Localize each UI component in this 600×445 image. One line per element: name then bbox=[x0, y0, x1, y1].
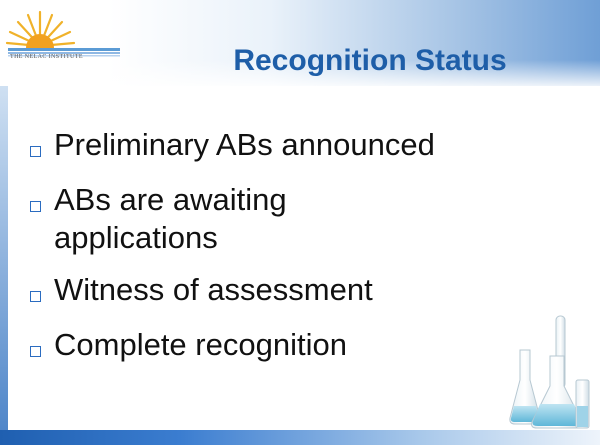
lab-flasks-icon bbox=[509, 315, 590, 429]
bullet-text: ABs are awaiting applications bbox=[54, 182, 287, 255]
sunrise-logo-icon bbox=[5, 10, 120, 57]
left-accent-bar bbox=[0, 86, 8, 431]
bullet-text: Witness of assessment bbox=[54, 272, 373, 307]
header-fade bbox=[0, 60, 600, 90]
square-bullet-icon bbox=[30, 291, 41, 302]
logo-caption: THE NELAC INSTITUTE bbox=[10, 54, 83, 60]
bullet-text: Complete recognition bbox=[54, 327, 347, 362]
bottom-accent-bar bbox=[0, 430, 600, 445]
bullet-text: Preliminary ABs announced bbox=[54, 127, 435, 162]
bullet-list: Preliminary ABs announced ABs are awaiti… bbox=[30, 126, 580, 381]
bullet-item: Witness of assessment bbox=[30, 271, 580, 309]
bullet-item: Complete recognition bbox=[30, 326, 580, 364]
square-bullet-icon bbox=[30, 201, 41, 212]
square-bullet-icon bbox=[30, 146, 41, 157]
bullet-item: Preliminary ABs announced bbox=[30, 126, 580, 164]
square-bullet-icon bbox=[30, 346, 41, 357]
bullet-item: ABs are awaiting applications bbox=[30, 181, 580, 257]
slide-title: Recognition Status bbox=[233, 44, 507, 77]
